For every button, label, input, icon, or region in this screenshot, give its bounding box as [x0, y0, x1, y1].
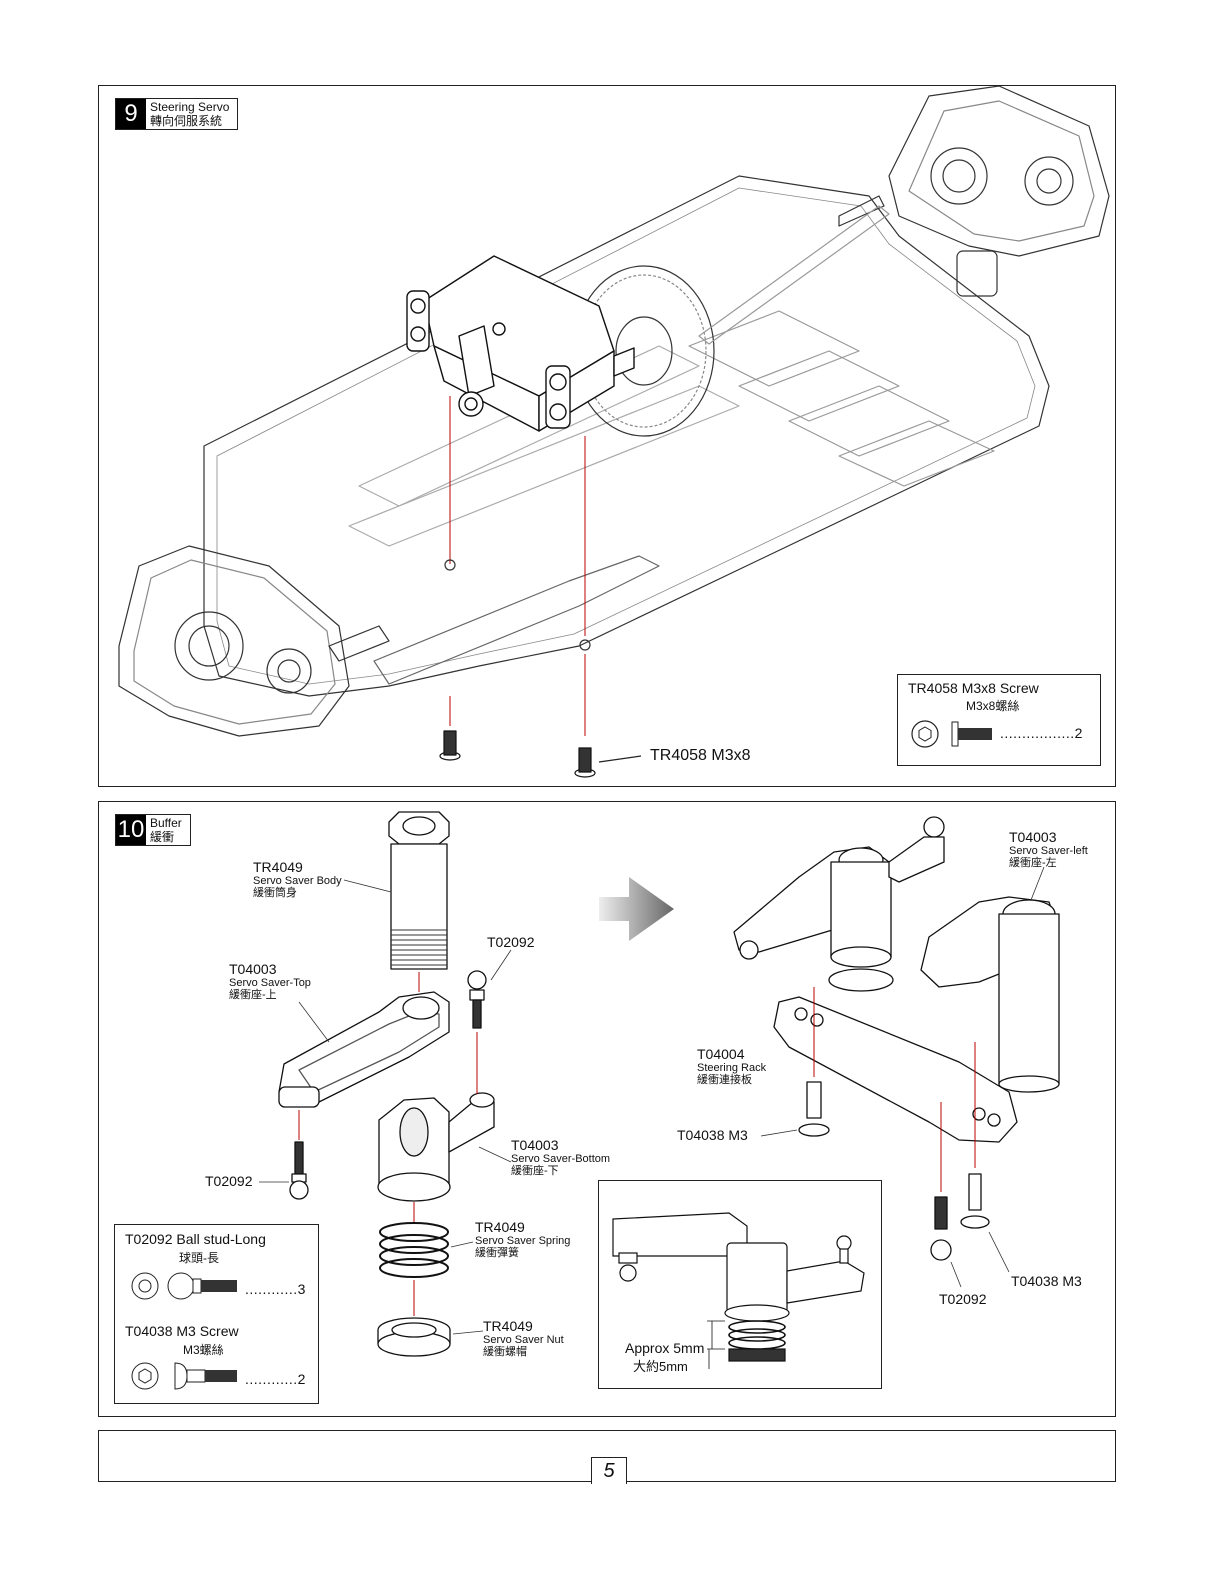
- step-9-header: 9 Steering Servo 轉向伺服系統: [115, 98, 239, 130]
- page-number: 5: [591, 1457, 627, 1484]
- step-10-header: 10 Buffer 緩衝: [115, 814, 191, 846]
- step-10-parts-box: T02092 Ball stud-Long 球頭-長 ............3…: [114, 1224, 319, 1404]
- label-m3-screw-right: T04038 M3: [1011, 1273, 1082, 1289]
- step-title-en: Buffer: [150, 816, 182, 830]
- ball-stud-icon: [131, 1272, 237, 1300]
- label-servo-saver-spring: TR4049 Servo Saver Spring 緩衝彈簧: [475, 1219, 571, 1260]
- page-footer: 5: [98, 1430, 1116, 1484]
- inset-drawing: [612, 1212, 865, 1369]
- step-number: 9: [116, 99, 146, 129]
- label-ball-stud-top: T02092: [487, 934, 535, 950]
- m3x8-screw-icon: [911, 720, 992, 748]
- parts-item2-sub: M3螺絲: [183, 1343, 224, 1357]
- inset-approx-zh: 大約5mm: [633, 1359, 688, 1374]
- label-steering-rack: T04004 Steering Rack 緩衝連接板: [697, 1046, 767, 1087]
- parts-qty: .................2: [1000, 725, 1083, 741]
- step-title-zh: 轉向伺服系統: [150, 114, 223, 128]
- screw-callout: TR4058 M3x8: [650, 747, 751, 764]
- parts-item2-qty: ............2: [245, 1371, 306, 1387]
- step-title-en: Steering Servo: [150, 100, 230, 114]
- parts-subtitle: M3x8螺絲: [966, 699, 1020, 713]
- step-10-panel: 10 Buffer 緩衝: [98, 801, 1116, 1417]
- parts-title: TR4058 M3x8 Screw: [908, 680, 1039, 696]
- parts-item1-qty: ............3: [245, 1281, 306, 1297]
- spring-gap-inset: Approx 5mm 大約5mm: [598, 1180, 882, 1389]
- step-title-zh: 緩衝: [150, 830, 175, 844]
- label-servo-saver-nut: TR4049 Servo Saver Nut 緩衝螺帽: [483, 1318, 564, 1359]
- label-servo-saver-top: T04003 Servo Saver-Top 緩衝座-上: [229, 961, 311, 1002]
- parts-item1-sub: 球頭-長: [179, 1251, 219, 1265]
- label-ball-stud-right: T02092: [939, 1291, 987, 1307]
- parts-item2-title: T04038 M3 Screw: [125, 1323, 239, 1339]
- parts-item1-title: T02092 Ball stud-Long: [125, 1231, 266, 1247]
- step-9-panel: 9 Steering Servo 轉向伺服系統: [98, 85, 1116, 787]
- step-9-parts-box: TR4058 M3x8 Screw M3x8螺絲 ...............…: [897, 674, 1101, 766]
- label-ball-stud-left: T02092: [205, 1173, 253, 1189]
- buffer-exploded-drawing: [259, 811, 1060, 1357]
- chassis-drawing: [118, 86, 1110, 778]
- step-number: 10: [116, 815, 146, 845]
- label-servo-saver-body: TR4049 Servo Saver Body 緩衝筒身: [253, 859, 342, 900]
- inset-approx-en: Approx 5mm: [625, 1340, 705, 1356]
- label-servo-saver-bottom: T04003 Servo Saver-Bottom 緩衝座-下: [511, 1137, 611, 1178]
- label-m3-screw-center: T04038 M3: [677, 1127, 748, 1143]
- m3-screw-icon: [131, 1362, 237, 1390]
- label-servo-saver-left: T04003 Servo Saver-left 緩衝座-左: [1009, 829, 1088, 870]
